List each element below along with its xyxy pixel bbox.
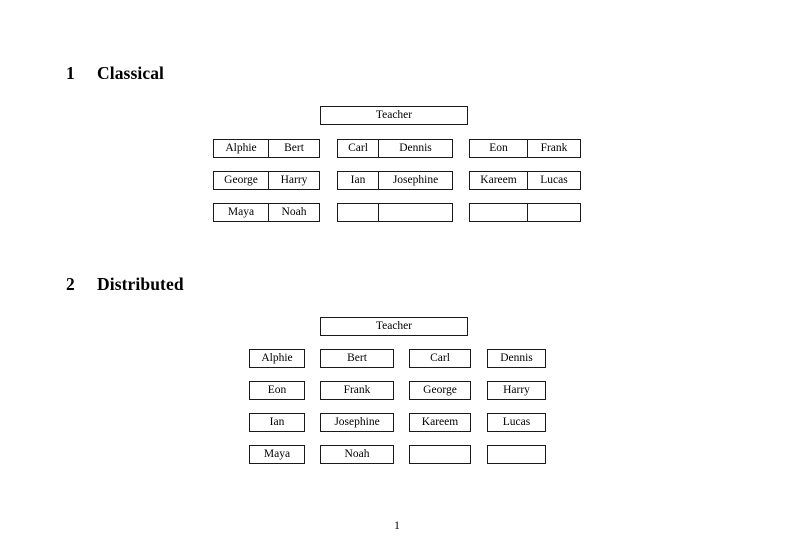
- student-cell[interactable]: Noah: [269, 203, 320, 222]
- distributed-column-2: Bert Frank Josephine Noah: [320, 349, 394, 464]
- table-row: [409, 445, 471, 464]
- table-row: George Harry: [213, 171, 320, 190]
- table-row: Josephine: [320, 413, 394, 432]
- table-row: Frank: [320, 381, 394, 400]
- student-cell[interactable]: Lucas: [528, 171, 581, 190]
- table-row: Lucas: [487, 413, 546, 432]
- distributed-column-4: Dennis Harry Lucas: [487, 349, 546, 464]
- table-row: Ian Josephine: [337, 171, 453, 190]
- student-cell[interactable]: George: [213, 171, 269, 190]
- student-cell[interactable]: Eon: [469, 139, 528, 158]
- page-number: 1: [394, 520, 400, 532]
- student-cell[interactable]: George: [409, 381, 471, 400]
- student-cell-empty[interactable]: [337, 203, 379, 222]
- student-cell-empty[interactable]: [409, 445, 471, 464]
- section-number: 1: [66, 63, 75, 83]
- table-row: Noah: [320, 445, 394, 464]
- student-cell[interactable]: Harry: [487, 381, 546, 400]
- teacher-box-classical[interactable]: Teacher: [320, 106, 468, 125]
- student-cell[interactable]: Maya: [249, 445, 305, 464]
- table-row: Kareem Lucas: [469, 171, 581, 190]
- student-cell[interactable]: Maya: [213, 203, 269, 222]
- table-row: Alphie: [249, 349, 305, 368]
- student-cell-empty[interactable]: [487, 445, 546, 464]
- table-row: Ian: [249, 413, 305, 432]
- student-cell[interactable]: Josephine: [379, 171, 453, 190]
- table-row: Maya Noah: [213, 203, 320, 222]
- student-cell-empty[interactable]: [379, 203, 453, 222]
- student-cell[interactable]: Frank: [528, 139, 581, 158]
- student-cell[interactable]: Noah: [320, 445, 394, 464]
- section-heading-classical: 1 Classical: [66, 63, 164, 84]
- table-row: Eon Frank: [469, 139, 581, 158]
- table-row: George: [409, 381, 471, 400]
- student-cell[interactable]: Harry: [269, 171, 320, 190]
- student-cell[interactable]: Ian: [249, 413, 305, 432]
- student-cell[interactable]: Carl: [337, 139, 379, 158]
- student-cell[interactable]: Dennis: [379, 139, 453, 158]
- teacher-box-distributed[interactable]: Teacher: [320, 317, 468, 336]
- student-cell[interactable]: Ian: [337, 171, 379, 190]
- student-cell-empty[interactable]: [528, 203, 581, 222]
- student-cell[interactable]: Carl: [409, 349, 471, 368]
- table-row: [487, 445, 546, 464]
- student-cell[interactable]: Lucas: [487, 413, 546, 432]
- section-title: Distributed: [97, 274, 184, 294]
- student-group-3: Eon Frank Kareem Lucas: [469, 139, 581, 222]
- student-cell[interactable]: Kareem: [409, 413, 471, 432]
- table-row: Kareem: [409, 413, 471, 432]
- student-cell[interactable]: Dennis: [487, 349, 546, 368]
- table-row: Alphie Bert: [213, 139, 320, 158]
- student-cell[interactable]: Eon: [249, 381, 305, 400]
- table-row: Carl Dennis: [337, 139, 453, 158]
- student-cell-empty[interactable]: [469, 203, 528, 222]
- table-row: Bert: [320, 349, 394, 368]
- student-cell[interactable]: Bert: [269, 139, 320, 158]
- student-cell[interactable]: Alphie: [249, 349, 305, 368]
- student-cell[interactable]: Kareem: [469, 171, 528, 190]
- section-number: 2: [66, 274, 75, 294]
- table-row: Dennis: [487, 349, 546, 368]
- student-group-1: Alphie Bert George Harry Maya Noah: [213, 139, 320, 222]
- table-row: [337, 203, 453, 222]
- student-group-2: Carl Dennis Ian Josephine: [337, 139, 453, 222]
- section-title: Classical: [97, 63, 165, 83]
- distributed-column-3: Carl George Kareem: [409, 349, 471, 464]
- student-cell[interactable]: Frank: [320, 381, 394, 400]
- student-cell[interactable]: Alphie: [213, 139, 269, 158]
- table-row: Maya: [249, 445, 305, 464]
- student-cell[interactable]: Josephine: [320, 413, 394, 432]
- student-cell[interactable]: Bert: [320, 349, 394, 368]
- table-row: Eon: [249, 381, 305, 400]
- table-row: Carl: [409, 349, 471, 368]
- distributed-column-1: Alphie Eon Ian Maya: [249, 349, 305, 464]
- table-row: Harry: [487, 381, 546, 400]
- section-heading-distributed: 2 Distributed: [66, 274, 184, 295]
- table-row: [469, 203, 581, 222]
